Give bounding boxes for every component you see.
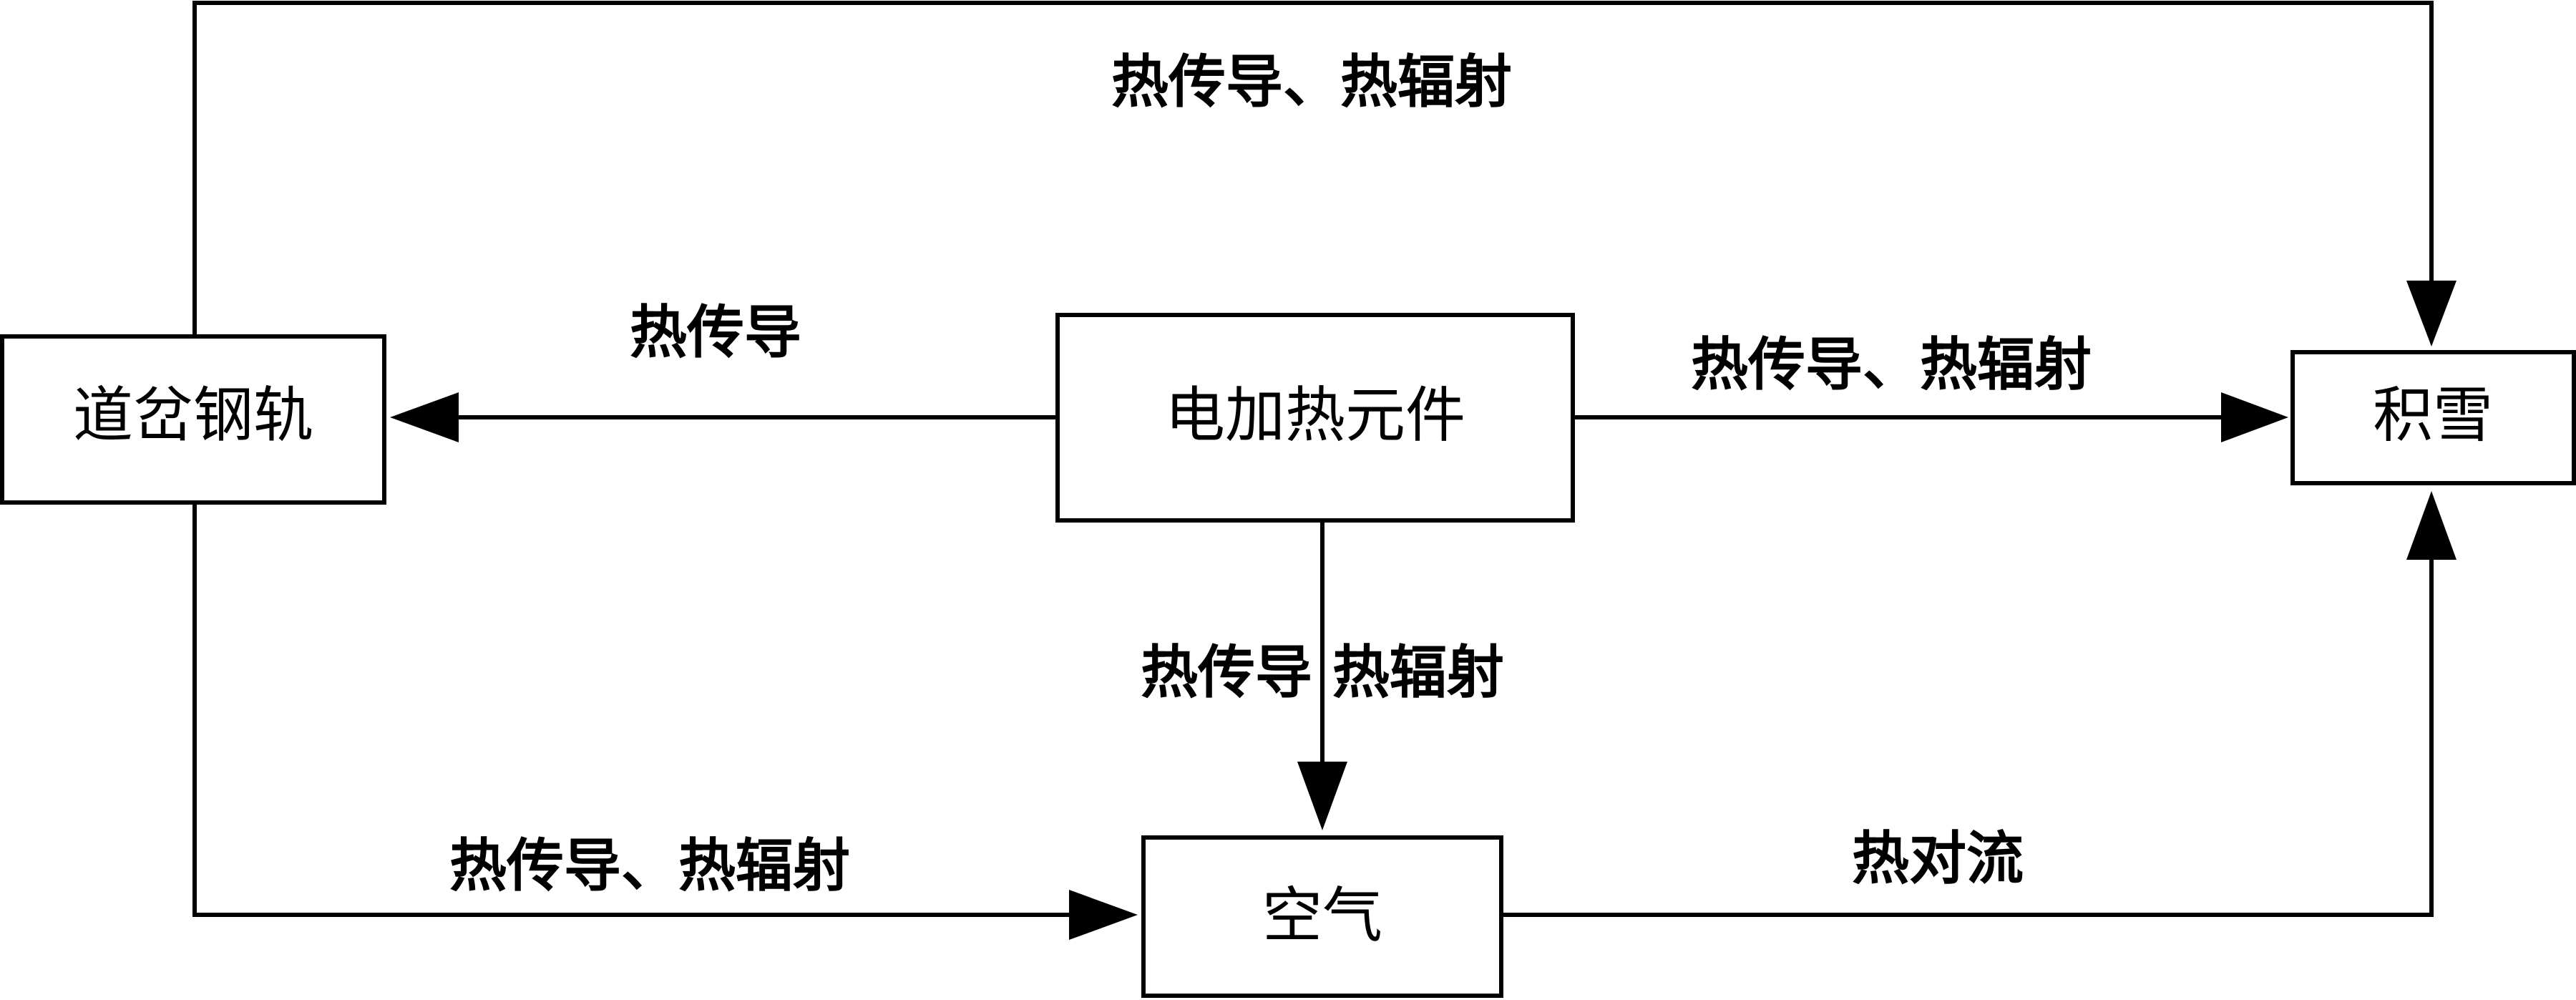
node-heater-box	[1055, 313, 1575, 523]
arrowhead-air-to-snow	[2406, 491, 2457, 560]
node-heater: 电加热元件	[1055, 313, 1575, 523]
node-rail-label: 道岔钢轨	[73, 380, 313, 450]
arrowhead-heater-to-rail	[390, 392, 459, 442]
edge-labels: 热传导、热辐射 热传导 热传导、热辐射 热传导 热辐射 热传导、热辐射 热对流	[449, 49, 2092, 899]
node-rail: 道岔钢轨	[0, 334, 386, 505]
label-heater-to-air: 热传导 热辐射	[1141, 639, 1504, 706]
node-snow: 积雪	[2290, 350, 2576, 485]
label-rail-to-air: 热传导、热辐射	[449, 832, 850, 899]
node-snow-label: 积雪	[2373, 380, 2493, 450]
edge-rail-to-air	[192, 503, 1072, 917]
arrowhead-heater-to-snow	[2221, 392, 2288, 442]
edge-air-to-snow	[1501, 557, 2434, 917]
arrowhead-rail-to-air	[1069, 890, 1138, 940]
edges	[192, 1, 2434, 917]
node-air-box	[1141, 835, 1503, 998]
arrowheads	[390, 281, 2457, 940]
node-air-label: 空气	[1262, 880, 1382, 951]
node-snow-box	[2290, 350, 2576, 485]
node-heater-label: 电加热元件	[1165, 380, 1465, 450]
label-heater-to-snow: 热传导、热辐射	[1691, 331, 2092, 398]
arrowhead-heater-to-air	[1297, 762, 1347, 830]
arrowhead-rail-to-snow	[2406, 281, 2457, 346]
label-rail-to-snow: 热传导、热辐射	[1111, 49, 1512, 115]
edge-rail-to-snow	[192, 1, 2434, 336]
label-heater-to-rail: 热传导	[630, 299, 801, 366]
node-rail-box	[0, 334, 386, 505]
node-air: 空气	[1141, 835, 1503, 998]
label-air-to-snow: 热对流	[1852, 825, 2024, 892]
